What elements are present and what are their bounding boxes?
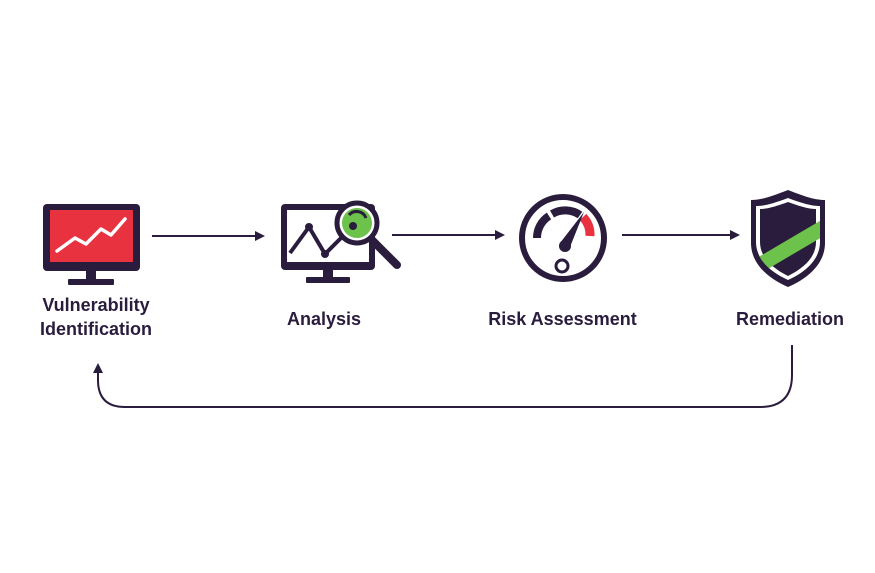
monitor-magnifier-icon bbox=[281, 200, 401, 283]
feedback-loop-arrow bbox=[93, 345, 793, 408]
shield-icon bbox=[751, 190, 825, 287]
gauge-icon bbox=[519, 194, 607, 282]
step-label-remediation: Remediation bbox=[735, 309, 845, 329]
step-label-vulnerability-identification: Vulnerability Identification bbox=[18, 293, 174, 341]
step-label-risk-assessment: Risk Assessment bbox=[488, 309, 637, 329]
step-label-line-1: Vulnerability bbox=[42, 295, 150, 315]
step-label-line-2: Identification bbox=[40, 319, 152, 339]
monitor-trend-icon bbox=[43, 204, 140, 285]
step-label-analysis: Analysis bbox=[286, 309, 362, 329]
